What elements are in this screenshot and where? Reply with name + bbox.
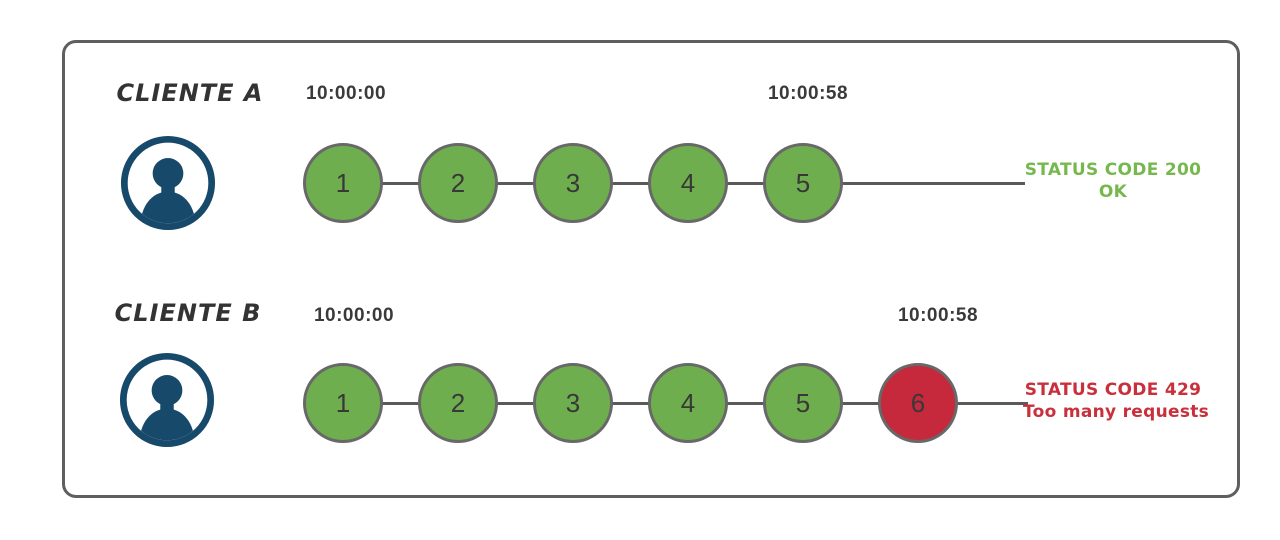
client-b-label: CLIENTE B <box>114 299 262 327</box>
status-message-text: OK <box>1098 182 1128 203</box>
user-avatar-icon <box>120 135 216 231</box>
status-label: STATUS CODE 429 Too many requests <box>1023 379 1210 424</box>
request-circle-ok: 3 <box>533 143 613 223</box>
request-circle-ok: 1 <box>303 363 383 443</box>
request-circle-ok: 2 <box>418 363 498 443</box>
end-time-label: 10:00:58 <box>897 305 979 326</box>
request-circle-ok: 4 <box>648 143 728 223</box>
status-message-text: Too many requests <box>1023 402 1210 423</box>
status-label: STATUS CODE 200 OK <box>1023 159 1203 204</box>
start-time-label: 10:00:00 <box>313 305 395 326</box>
request-circle-ok: 5 <box>763 143 843 223</box>
request-circle-ok: 1 <box>303 143 383 223</box>
request-circle-ok: 4 <box>648 363 728 443</box>
request-circle-ok: 2 <box>418 143 498 223</box>
start-time-label: 10:00:00 <box>305 83 387 104</box>
request-circle-ok: 3 <box>533 363 613 443</box>
user-avatar-icon <box>119 352 215 448</box>
client-a-label: CLIENTE A <box>116 79 264 107</box>
request-circle-ok: 5 <box>763 363 843 443</box>
status-code-text: STATUS CODE 200 <box>1024 160 1202 180</box>
end-time-label: 10:00:58 <box>767 83 849 104</box>
status-code-text: STATUS CODE 429 <box>1024 380 1202 400</box>
request-circle-error: 6 <box>878 363 958 443</box>
